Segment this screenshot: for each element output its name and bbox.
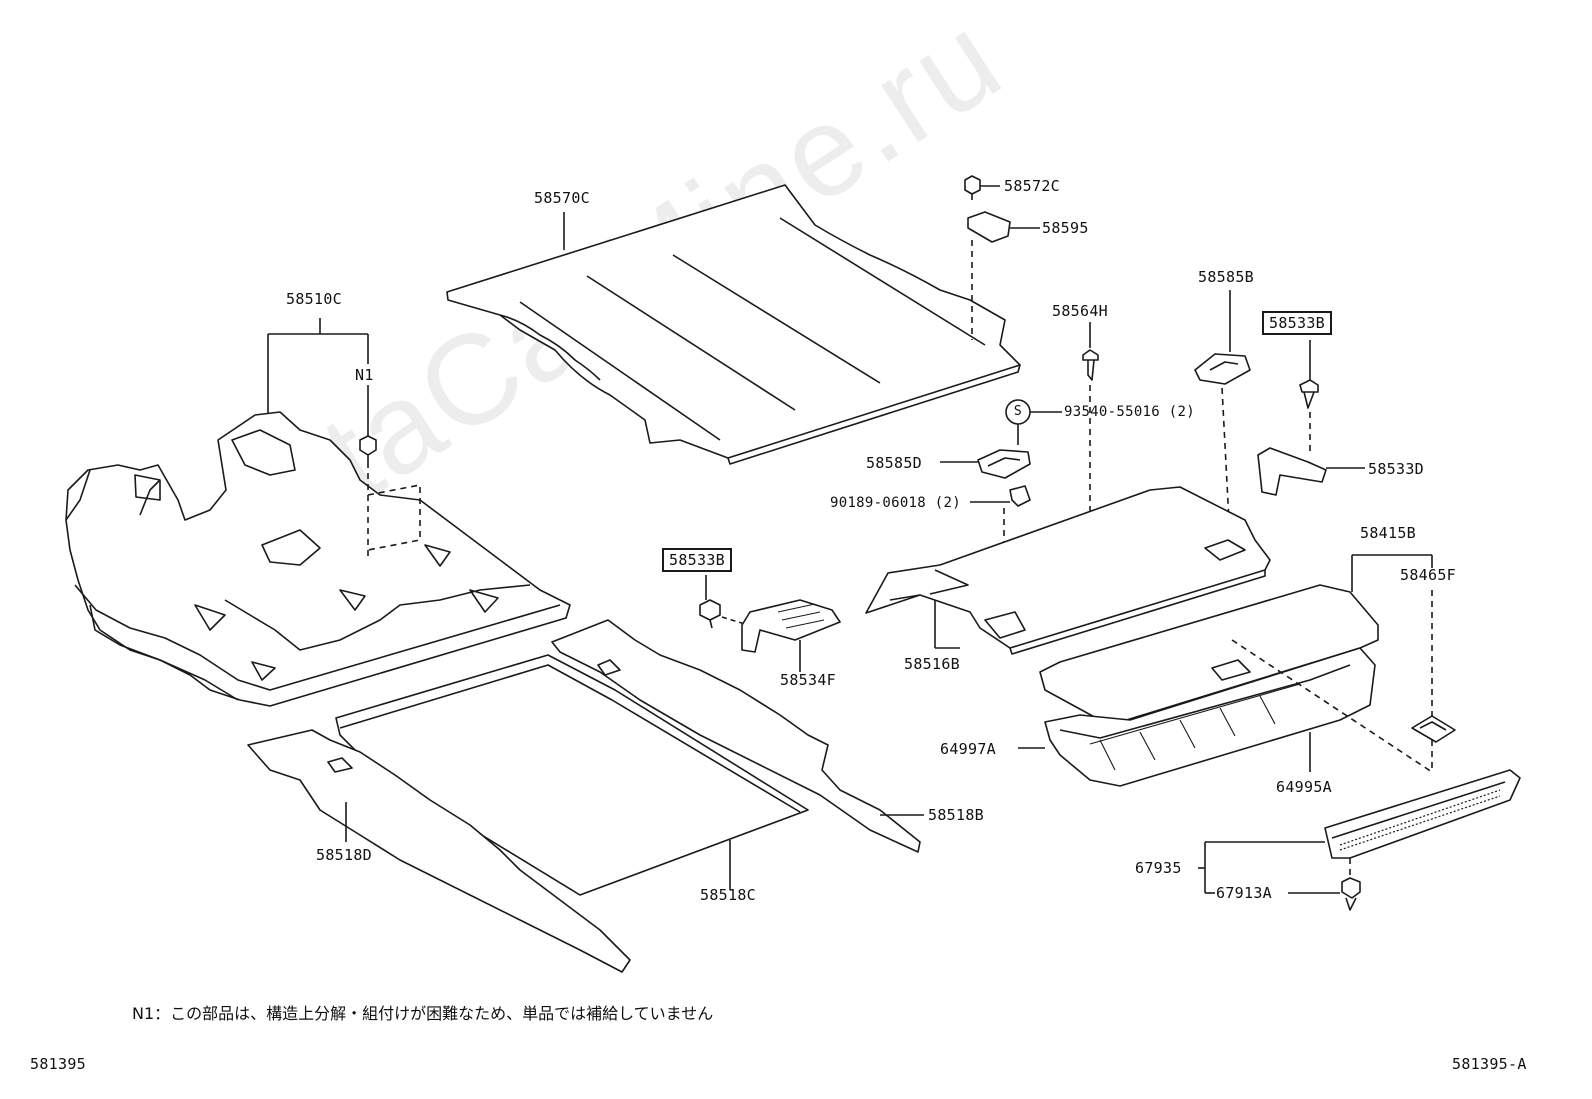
carpet-58510C bbox=[65, 411, 571, 707]
label-58570C: 58570C bbox=[534, 189, 590, 207]
clip-N1 bbox=[359, 435, 377, 462]
label-58510C: 58510C bbox=[286, 290, 342, 308]
cover-58415B bbox=[1039, 584, 1379, 723]
label-93540-55016: 93540-55016 (2) bbox=[1064, 404, 1195, 420]
label-N1: N1 bbox=[355, 366, 374, 384]
clip-58533B-mid bbox=[699, 599, 721, 629]
panel-58516B bbox=[865, 486, 1271, 655]
cap-58585B bbox=[1194, 290, 1251, 385]
label-67913A: 67913A bbox=[1216, 884, 1272, 902]
diagram-code-right: 581395-A bbox=[1452, 1055, 1527, 1073]
bolt-58564H bbox=[1082, 322, 1099, 381]
label-58518D: 58518D bbox=[316, 846, 372, 864]
clip-90189 bbox=[970, 485, 1031, 507]
label-58595: 58595 bbox=[1042, 219, 1089, 237]
label-58533B-mid: 58533B bbox=[662, 548, 732, 572]
label-58585D: 58585D bbox=[866, 454, 922, 472]
label-90189-06018: 90189-06018 (2) bbox=[830, 495, 961, 511]
label-64995A: 64995A bbox=[1276, 778, 1332, 796]
diagram-code-left: 581395 bbox=[30, 1055, 86, 1073]
label-58585B: 58585B bbox=[1198, 268, 1254, 286]
label-58518C: 58518C bbox=[700, 886, 756, 904]
label-58415B: 58415B bbox=[1360, 524, 1416, 542]
label-58516B: 58516B bbox=[904, 655, 960, 673]
footnote-N1: N1：この部品は、構造上分解・組付けが困難なため、単品では補給していません bbox=[132, 1004, 714, 1023]
scuff-plate-67935 bbox=[1324, 769, 1521, 859]
clip-58533B-top bbox=[1299, 379, 1319, 409]
label-58465F: 58465F bbox=[1400, 566, 1456, 584]
bracket-58533D bbox=[1257, 447, 1365, 496]
clip-58572C bbox=[964, 175, 1000, 200]
label-58533D: 58533D bbox=[1368, 460, 1424, 478]
tray-64995A bbox=[1044, 647, 1376, 787]
cap-58585D bbox=[940, 449, 1031, 479]
label-58533B-top: 58533B bbox=[1262, 311, 1332, 335]
panel-58570C bbox=[446, 184, 1021, 465]
bracket-58534F bbox=[741, 599, 841, 653]
label-67935: 67935 bbox=[1135, 859, 1182, 877]
side-panel-58518B bbox=[551, 619, 921, 853]
pad-58465F bbox=[1411, 715, 1456, 743]
label-58534F: 58534F bbox=[780, 671, 836, 689]
label-58564H: 58564H bbox=[1052, 302, 1108, 320]
center-panel-58518C bbox=[335, 654, 809, 896]
label-S: S bbox=[1013, 404, 1023, 419]
label-58572C: 58572C bbox=[1004, 177, 1060, 195]
label-58518B: 58518B bbox=[928, 806, 984, 824]
bracket-58595 bbox=[967, 211, 1040, 243]
label-64997A: 64997A bbox=[940, 740, 996, 758]
clip-67913A bbox=[1341, 877, 1361, 911]
